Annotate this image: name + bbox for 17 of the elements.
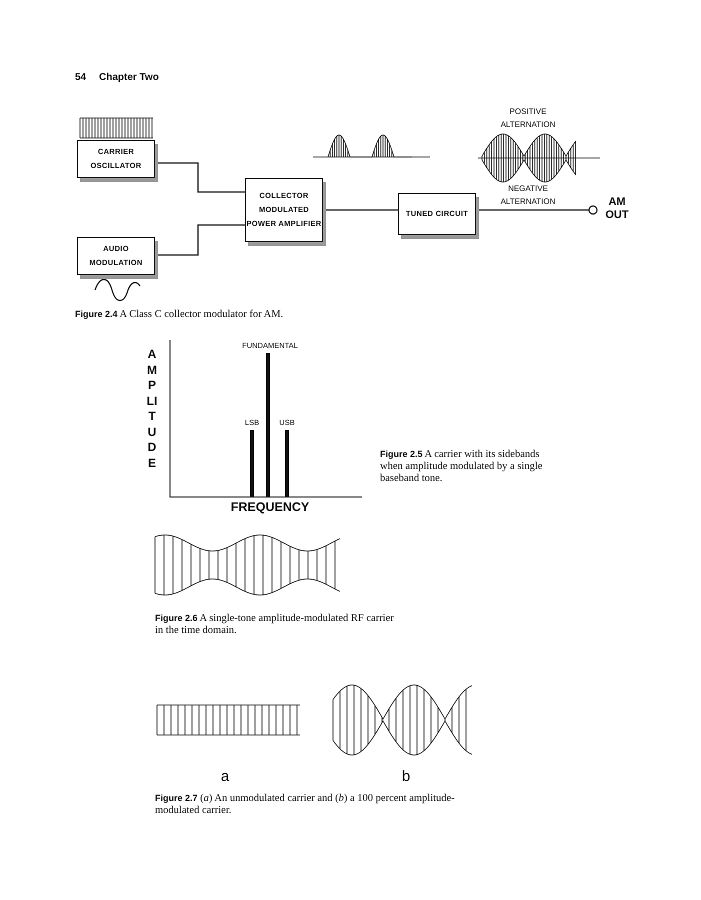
terminal-label: AM OUT xyxy=(604,196,630,222)
connector-line xyxy=(155,162,245,193)
connector-line xyxy=(479,209,589,211)
figure-caption: Figure 2.4 A Class C collector modulator for AM. xyxy=(75,308,284,321)
axis-title: FREQUENCY xyxy=(230,500,310,514)
axis-title: AMPLITUDE xyxy=(146,347,158,471)
output-terminal xyxy=(588,205,598,215)
figure-caption: Figure 2.7 (a) An unmodulated carrier and (b) a 100 percent amplitude-modulated carrier. xyxy=(155,792,456,817)
panel-letter: b xyxy=(400,768,412,785)
annotation-text: POSITIVE ALTERNATION xyxy=(500,106,556,131)
connector-line xyxy=(326,209,398,211)
connector-line xyxy=(155,224,245,256)
panel-letter: a xyxy=(220,768,230,785)
annotation-text: NEGATIVE ALTERNATION xyxy=(500,183,556,208)
figure-caption: Figure 2.6 A single-tone amplitude-modulated RF carrier in the time domain. xyxy=(155,612,395,637)
chapter-heading: Chapter Two xyxy=(99,72,160,83)
figure-caption: Figure 2.5 A carrier with its sidebands when amplitude modulated by a single baseband tone. xyxy=(380,448,544,485)
